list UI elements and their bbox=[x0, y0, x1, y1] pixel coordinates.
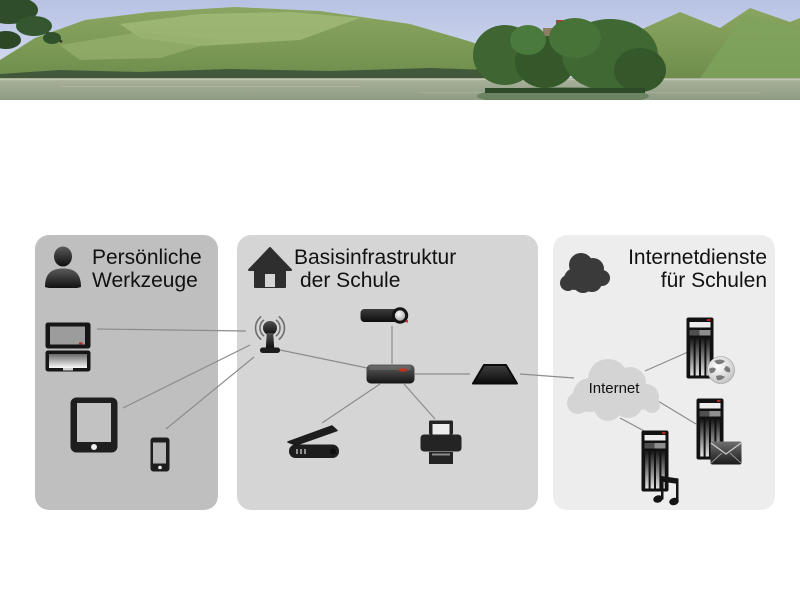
panel-title-line: der Schule bbox=[300, 269, 401, 292]
envelope-icon bbox=[710, 441, 742, 465]
projector-icon bbox=[360, 305, 410, 326]
person-icon bbox=[44, 246, 82, 289]
printer-icon bbox=[419, 419, 463, 465]
panel-title-line: für Schulen bbox=[660, 269, 767, 292]
banner-island bbox=[473, 18, 666, 100]
internet-label: Internet bbox=[588, 380, 640, 397]
banner-lake bbox=[0, 78, 800, 100]
panel-title-line: Internetdienste bbox=[628, 246, 767, 269]
cloud-icon bbox=[559, 252, 611, 294]
banner-foreground-tree bbox=[0, 0, 63, 49]
smartphone-icon bbox=[150, 437, 170, 472]
banner-photo bbox=[0, 0, 800, 100]
wifi-access-point-icon bbox=[244, 314, 296, 358]
tablet-icon bbox=[70, 397, 118, 453]
scanner-icon bbox=[286, 421, 344, 459]
internet-cloud: Internet bbox=[564, 353, 664, 423]
panel-title-line: Persönliche bbox=[92, 246, 202, 269]
laptop-icon bbox=[45, 322, 91, 373]
globe-icon bbox=[706, 355, 736, 385]
panel-title-line: Basisinfrastruktur bbox=[294, 246, 457, 269]
panel-title-school: Basisinfrastruktur der Schule bbox=[294, 246, 456, 292]
music-note-icon bbox=[650, 468, 684, 506]
modem-icon bbox=[470, 362, 520, 386]
network-switch-icon bbox=[366, 364, 415, 384]
panel-title-personal: Persönliche Werkzeuge bbox=[92, 246, 202, 292]
panel-title-line: Werkzeuge bbox=[92, 269, 198, 292]
web-server-icon bbox=[686, 317, 714, 379]
house-icon bbox=[248, 245, 292, 289]
panel-title-services: Internetdienste für Schulen bbox=[628, 246, 767, 292]
